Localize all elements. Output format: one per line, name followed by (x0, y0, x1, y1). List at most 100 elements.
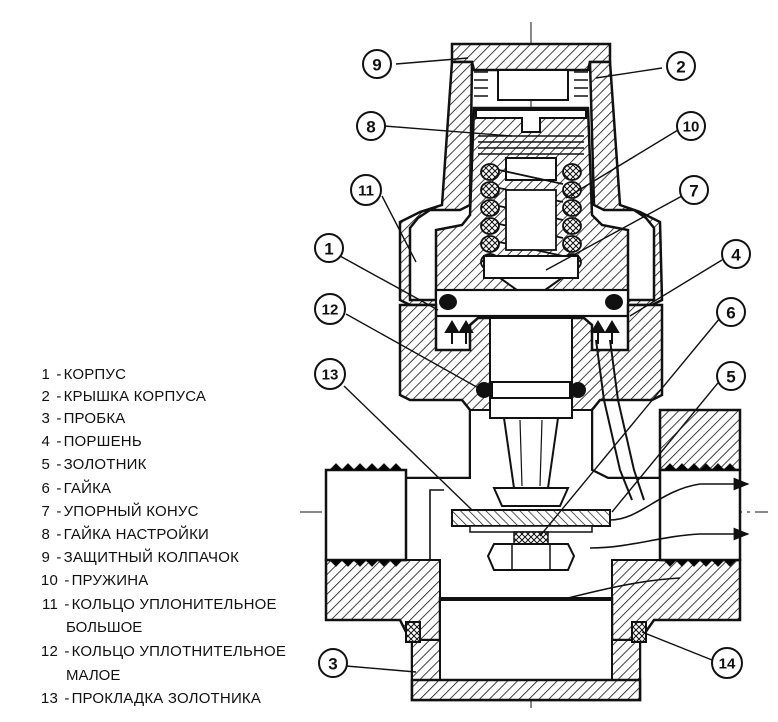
callout-1: 1 (324, 240, 333, 259)
legend-num: 2 (41, 388, 50, 405)
callout-3: 3 (328, 655, 337, 674)
callout-7: 7 (689, 182, 698, 201)
port-threads (329, 463, 737, 567)
legend-num: 9 (41, 549, 50, 566)
outlet-port (658, 468, 742, 562)
legend-num: 11 (42, 596, 58, 613)
legend-sep: - (56, 480, 62, 497)
callout-14: 14 (719, 656, 736, 673)
legend-text: ПРУЖИНА (71, 572, 149, 589)
pressure-arrows (444, 320, 620, 344)
legend-num: 4 (41, 433, 50, 450)
legend-item-13: 13 -ПРОКЛАДКА ЗОЛОТНИКА (38, 690, 261, 707)
plug-inner (439, 599, 613, 691)
legend-sep: - (56, 503, 62, 520)
legend-text: ПРОКЛАДКА ЗОЛОТНИКА (71, 690, 262, 707)
legend-item-4: 4 -ПОРШЕНЬ (38, 433, 142, 450)
callout-1-circle (314, 233, 344, 263)
legend-item-2: 2 -КРЫШКА КОРПУСА (38, 388, 206, 405)
legend-item-1: 1 -КОРПУС (38, 366, 126, 383)
callout-7-circle (679, 175, 709, 205)
legend-text: УПОРНЫЙ КОНУС (63, 503, 199, 520)
legend-sep: - (56, 388, 62, 405)
piston-collar (491, 381, 571, 399)
legend-text: ГАЙКА НАСТРОЙКИ (63, 526, 210, 543)
legend-sep: - (64, 596, 70, 613)
callout-14-circle (711, 647, 743, 679)
legend-text: КОРПУС (63, 366, 127, 383)
legend-item-5: 5 -ЗОЛОТНИК (38, 456, 147, 473)
callout-5-circle (716, 361, 746, 391)
legend-item-3: 3 -ПРОБКА (38, 410, 126, 427)
small-seal-ring (476, 382, 586, 398)
legend-num: 3 (41, 410, 50, 427)
spool-cone (492, 487, 570, 507)
callout-8-circle (356, 111, 386, 141)
legend-item-10: 10 -ПРУЖИНА (38, 572, 148, 589)
legend-sep: - (56, 366, 62, 383)
spool-stem (502, 417, 560, 489)
callout-2: 2 (676, 58, 685, 77)
callout-6-circle (716, 297, 746, 327)
piston-top (434, 288, 630, 318)
legend-text: КРЫШКА КОРПУСА (63, 388, 207, 405)
callout-12: 12 (322, 302, 339, 319)
callout-10: 10 (683, 119, 700, 136)
protective-cap (450, 42, 612, 72)
parts-legend: 1 -КОРПУС 2 -КРЫШКА КОРПУСА 3 -ПРОБКА 4 … (38, 0, 368, 722)
legend-num: 1 (41, 366, 50, 383)
callout-9-circle (362, 49, 392, 79)
legend-num: 7 (41, 503, 50, 520)
legend-sep: - (56, 410, 62, 427)
legend-sep: - (56, 433, 62, 450)
piston-stem (489, 317, 573, 419)
spool-gasket (451, 509, 611, 527)
pressure-channel (595, 339, 633, 501)
spool-disc (469, 525, 593, 533)
legend-text: ПРОБКА (63, 410, 126, 427)
pressure-channel-2 (609, 339, 645, 501)
legend-num: 13 (40, 690, 58, 707)
callout-9: 9 (372, 56, 381, 75)
legend-item-9: 9 -ЗАЩИТНЫЙ КОЛПАЧОК (38, 549, 239, 566)
hex-nut (486, 543, 576, 571)
legend-sep: - (56, 526, 62, 543)
callout-3-circle (318, 648, 348, 678)
callout-6: 6 (726, 304, 735, 323)
plug-seal (405, 621, 647, 643)
adjusting-nut (475, 109, 587, 133)
cover-threads (474, 71, 588, 97)
legend-num: 10 (40, 572, 58, 589)
legend-sep: - (56, 549, 62, 566)
callout-4-circle (721, 239, 751, 269)
large-seal-ring (439, 294, 623, 310)
callout-11: 11 (358, 183, 374, 200)
callout-8: 8 (366, 118, 375, 137)
legend-sep: - (64, 572, 70, 589)
legend-item-11-cont: БОЛЬШОЕ (66, 619, 143, 636)
callout-leaders (339, 57, 723, 673)
legend-item-12: 12 -КОЛЬЦО УПЛОТНИТЕЛЬНОЕ (38, 643, 286, 660)
callout-10-circle (676, 111, 706, 141)
legend-text: КОЛЬЦО УПЛОНИТЕЛЬНОЕ (71, 596, 277, 613)
inlet-port (324, 468, 408, 562)
legend-sep: - (64, 643, 70, 660)
callout-12-circle (314, 293, 346, 325)
legend-text: ПОРШЕНЬ (63, 433, 142, 450)
callout-circles (314, 49, 751, 679)
legend-item-7: 7 -УПОРНЫЙ КОНУС (38, 503, 199, 520)
legend-text: ГАЙКА (63, 480, 112, 497)
callout-13: 13 (322, 367, 339, 384)
spring-center-rod (505, 189, 557, 251)
legend-sep: - (64, 690, 70, 707)
legend-item-12-cont: МАЛОЕ (66, 667, 121, 684)
legend-num: 8 (41, 526, 50, 543)
plug-bottom (410, 678, 642, 702)
callout-numbers: 1 2 3 4 5 6 7 8 9 10 11 12 13 14 (322, 56, 742, 674)
legend-num: 5 (41, 456, 50, 473)
callout-5: 5 (726, 368, 735, 387)
legend-num: 6 (41, 480, 50, 497)
callout-2-circle (666, 51, 696, 81)
callout-11-circle (350, 174, 382, 206)
